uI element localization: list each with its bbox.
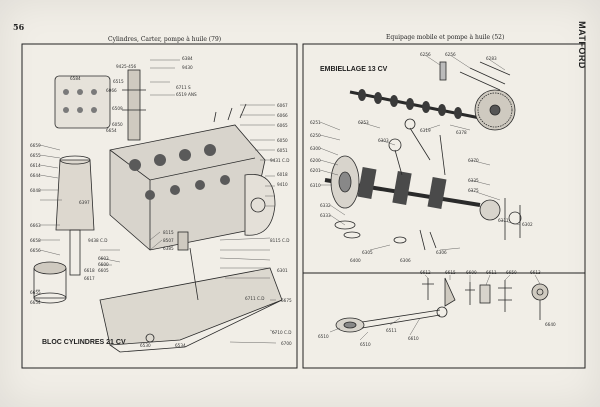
brand-header: MATFORD (570, 6, 587, 86)
part-number: 6613 (530, 270, 541, 275)
part-number: 6612 (420, 270, 431, 275)
part-number: 6050 (277, 138, 288, 143)
part-number: 6319 (420, 128, 431, 133)
part-number: 6603 (98, 256, 109, 261)
part-number: 6300 (310, 146, 321, 151)
part-number: 6201 (310, 168, 321, 173)
part-number: 6655 (30, 153, 41, 158)
part-number: 6519 ANS (176, 92, 197, 97)
part-number: 6333 (320, 213, 331, 218)
part-number: 6650 (506, 270, 517, 275)
part-number: 6605 (98, 268, 109, 273)
part-number: 6611 (486, 270, 497, 275)
part-number: 6640 (545, 322, 556, 327)
part-number: 9431 C.D (270, 158, 290, 163)
part-number: 6306 (400, 258, 411, 263)
part-number: 6048 (30, 188, 41, 193)
part-number: 6656 (30, 248, 41, 253)
part-number: 6018 (277, 172, 288, 177)
part-number: 6311 (498, 218, 509, 223)
left-panel-frame (21, 43, 298, 369)
left-panel-caption: BLOC CYLINDRES 21 CV (42, 339, 126, 346)
part-number: 6065 (277, 123, 288, 128)
part-number: 6066 (106, 88, 117, 93)
part-number: 6510 (360, 342, 371, 347)
part-number: 6658 (30, 238, 41, 243)
part-number: 6253 (358, 120, 369, 125)
part-number: 6530 (140, 343, 151, 348)
part-number: 6655 (30, 290, 41, 295)
part-number: 6051 (277, 148, 288, 153)
part-number: 6305 (362, 250, 373, 255)
oil-pump-illustration (329, 274, 549, 341)
part-number: 6534 (175, 343, 186, 348)
part-number: 6370 (468, 158, 479, 163)
part-number: 6306 (436, 250, 447, 255)
part-number: 6600 (98, 262, 109, 267)
crankshaft-illustration (319, 54, 522, 251)
part-number: 6375 (468, 188, 479, 193)
part-number: 9430 (182, 65, 193, 70)
part-number: 6618 (84, 268, 95, 273)
part-number: 6711 S (176, 85, 191, 90)
part-number: 6659 (30, 143, 41, 148)
part-number: 6600 (466, 270, 477, 275)
part-number: 8115 (163, 230, 174, 235)
part-number: 6644 (30, 173, 41, 178)
part-number: 6310 (310, 183, 321, 188)
part-number: 8507 (163, 238, 174, 243)
part-number: 6066 (277, 113, 288, 118)
part-number: 6067 (277, 103, 288, 108)
part-number: 6283 (486, 56, 497, 61)
part-number: 6385 (163, 246, 174, 251)
part-number: 6256 (420, 52, 431, 57)
part-number: 6200 (310, 158, 321, 163)
part-number: 6675 (281, 298, 292, 303)
right-bottom-panel-frame (302, 272, 586, 369)
part-number: 9438 C.D (88, 238, 108, 243)
part-number: 6302 (522, 222, 533, 227)
part-number: 6400 (350, 258, 361, 263)
right-panel-title: Equipage mobile et pompe à huile (52) (386, 34, 505, 41)
part-number: 8115 C.D (270, 238, 290, 243)
part-number: 6251 (310, 120, 321, 125)
part-number: 6617 (84, 276, 95, 281)
part-number: 6654 (106, 128, 117, 133)
left-panel-title: Cylindres, Carter, pompe à huile (79) (108, 36, 222, 43)
part-number: 9410 (277, 182, 288, 187)
part-number: 6397 (79, 200, 90, 205)
part-number: 6250 (310, 133, 321, 138)
right-panel-caption: EMBIELLAGE 13 CV (320, 66, 388, 73)
part-number: 6256 (445, 52, 456, 57)
page-number: 56 (13, 22, 25, 32)
part-number: 6663 (30, 223, 41, 228)
part-number: 9425-456 (116, 64, 137, 69)
part-number: 6711 C.D (245, 296, 265, 301)
part-number: 6303 (378, 138, 389, 143)
part-number: 6515 (113, 79, 124, 84)
part-number: 6335 (468, 178, 479, 183)
part-number: 6050 (112, 122, 123, 127)
part-number: 6510 (318, 334, 329, 339)
part-number: 6509 (112, 106, 123, 111)
part-number: 6610 (408, 336, 419, 341)
part-number: 6301 (277, 268, 288, 273)
part-number: 6584 (70, 76, 81, 81)
part-number: 6332 (320, 203, 331, 208)
part-number: 6384 (182, 56, 193, 61)
part-number: 6511 (386, 328, 397, 333)
part-number: 6614 (30, 163, 41, 168)
part-number: 6710 C.D (272, 330, 292, 335)
part-number: 6654 (30, 300, 41, 305)
brand-name: MATFORD (577, 21, 587, 69)
part-number: 6615 (445, 270, 456, 275)
engine-block-illustration (33, 59, 283, 353)
part-number: 6700 (281, 341, 292, 346)
part-number: 6378 (456, 130, 467, 135)
